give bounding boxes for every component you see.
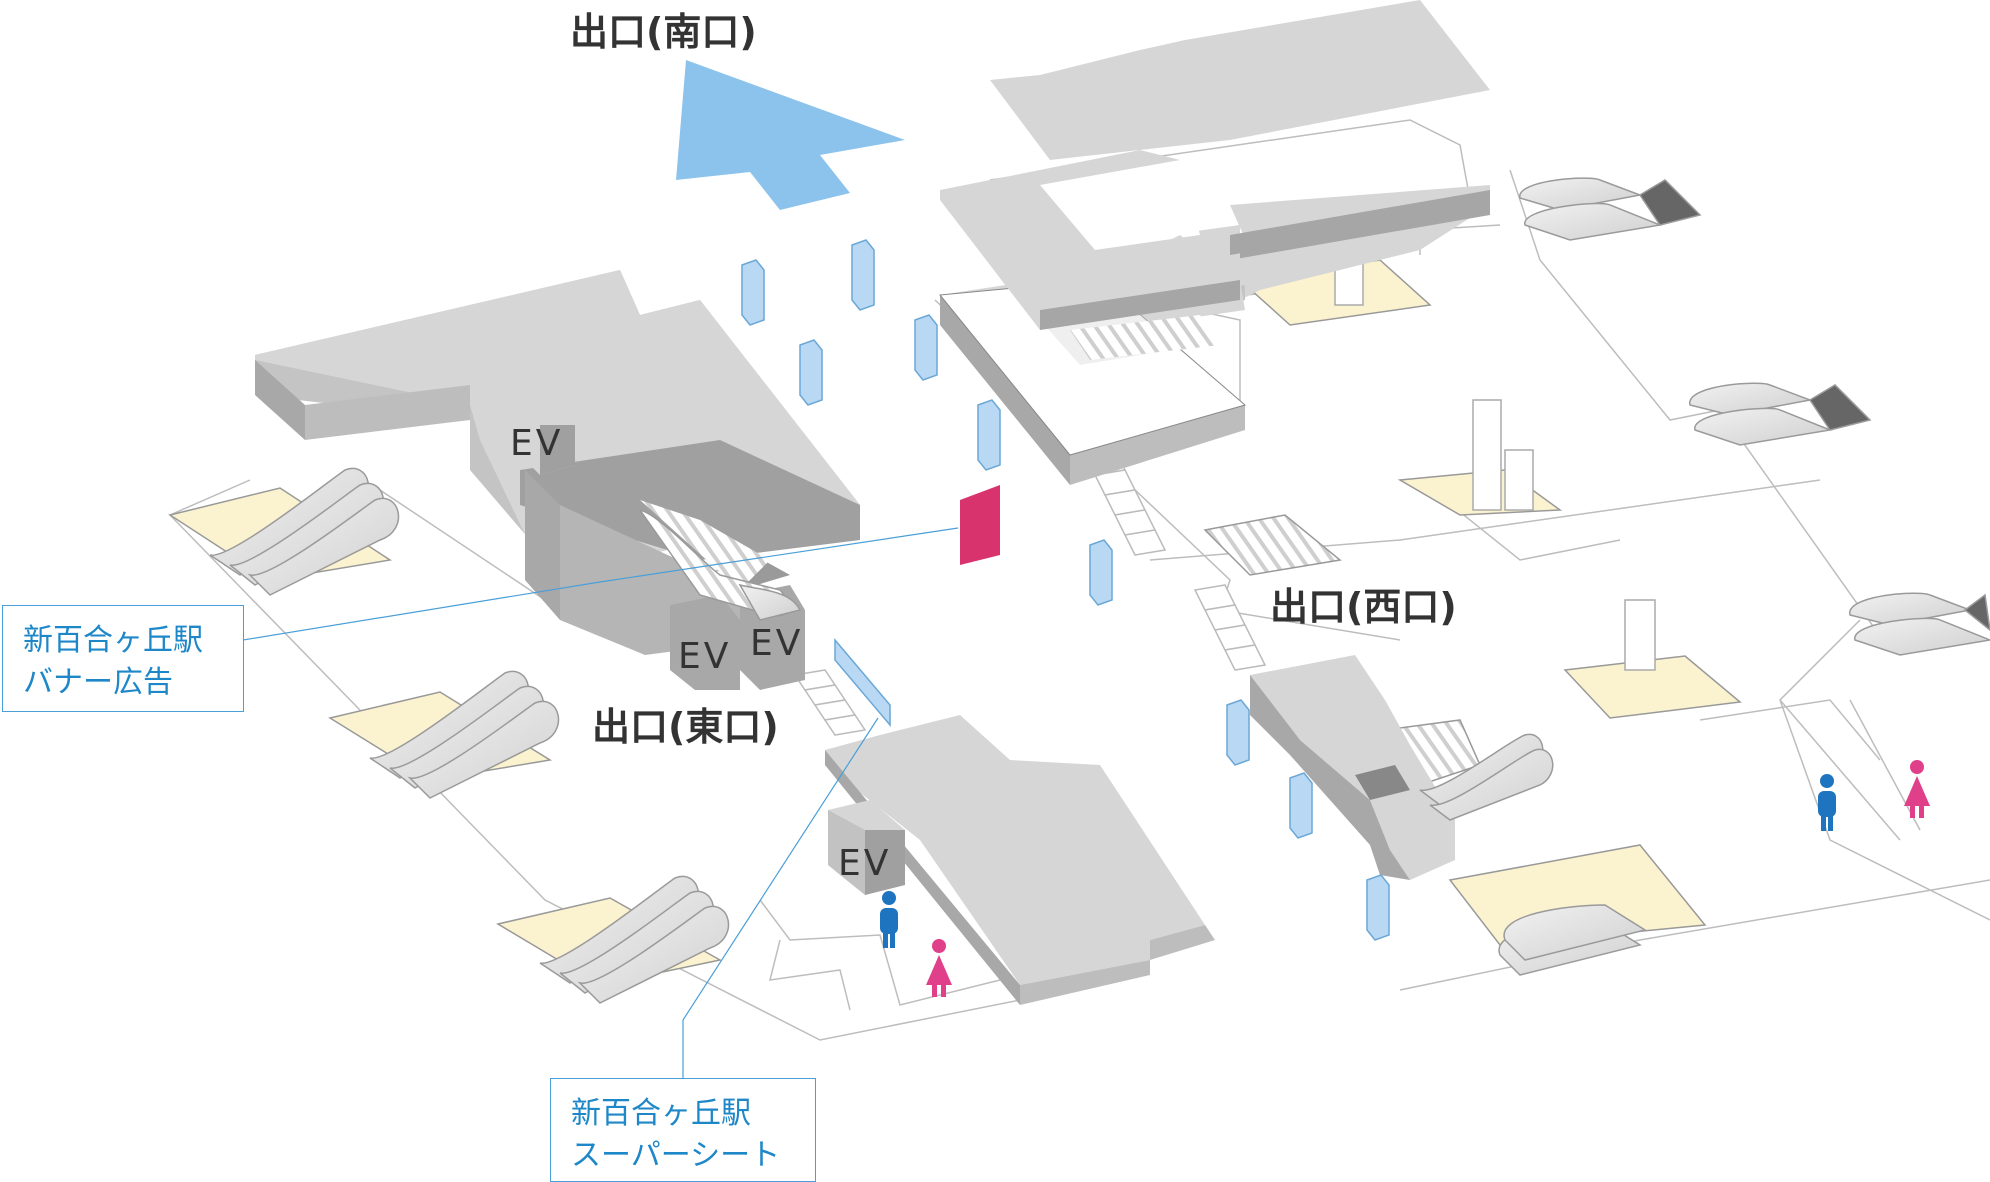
callout-banner-ad: 新百合ヶ丘駅 バナー広告 <box>2 605 244 712</box>
ev-label-east-2: EV <box>750 623 803 664</box>
callout-supersheet-line1: 新百合ヶ丘駅 <box>571 1096 751 1131</box>
callout-leaders <box>242 527 959 1080</box>
callout-banner-line2: バナー広告 <box>23 665 173 700</box>
buildings <box>255 0 1490 1005</box>
exit-label-west: 出口(西口) <box>1270 585 1457 629</box>
ev-label-southeast: EV <box>838 843 891 884</box>
super-sheet-panel <box>834 637 891 728</box>
exit-label-east: 出口(東口) <box>592 705 779 749</box>
ev-label-east-1: EV <box>678 636 731 677</box>
elevator-labels: EV EV EV EV <box>510 423 891 884</box>
male-icon <box>1818 774 1836 831</box>
restrooms <box>880 760 1930 997</box>
south-exit-arrow <box>676 60 905 210</box>
female-icon <box>1904 760 1930 818</box>
callout-super-sheet: 新百合ヶ丘駅 スーパーシート <box>550 1078 816 1182</box>
callout-banner-line1: 新百合ヶ丘駅 <box>23 623 203 658</box>
escalators <box>209 177 1990 1004</box>
banner-ad-panel <box>960 485 1000 565</box>
male-icon <box>880 891 898 948</box>
shafts <box>1334 244 1656 671</box>
exit-label-south: 出口(南口) <box>570 10 757 54</box>
pillars <box>741 239 1390 941</box>
callout-supersheet-line2: スーパーシート <box>571 1138 781 1173</box>
ev-label-northwest: EV <box>510 423 563 464</box>
female-icon <box>926 939 952 997</box>
